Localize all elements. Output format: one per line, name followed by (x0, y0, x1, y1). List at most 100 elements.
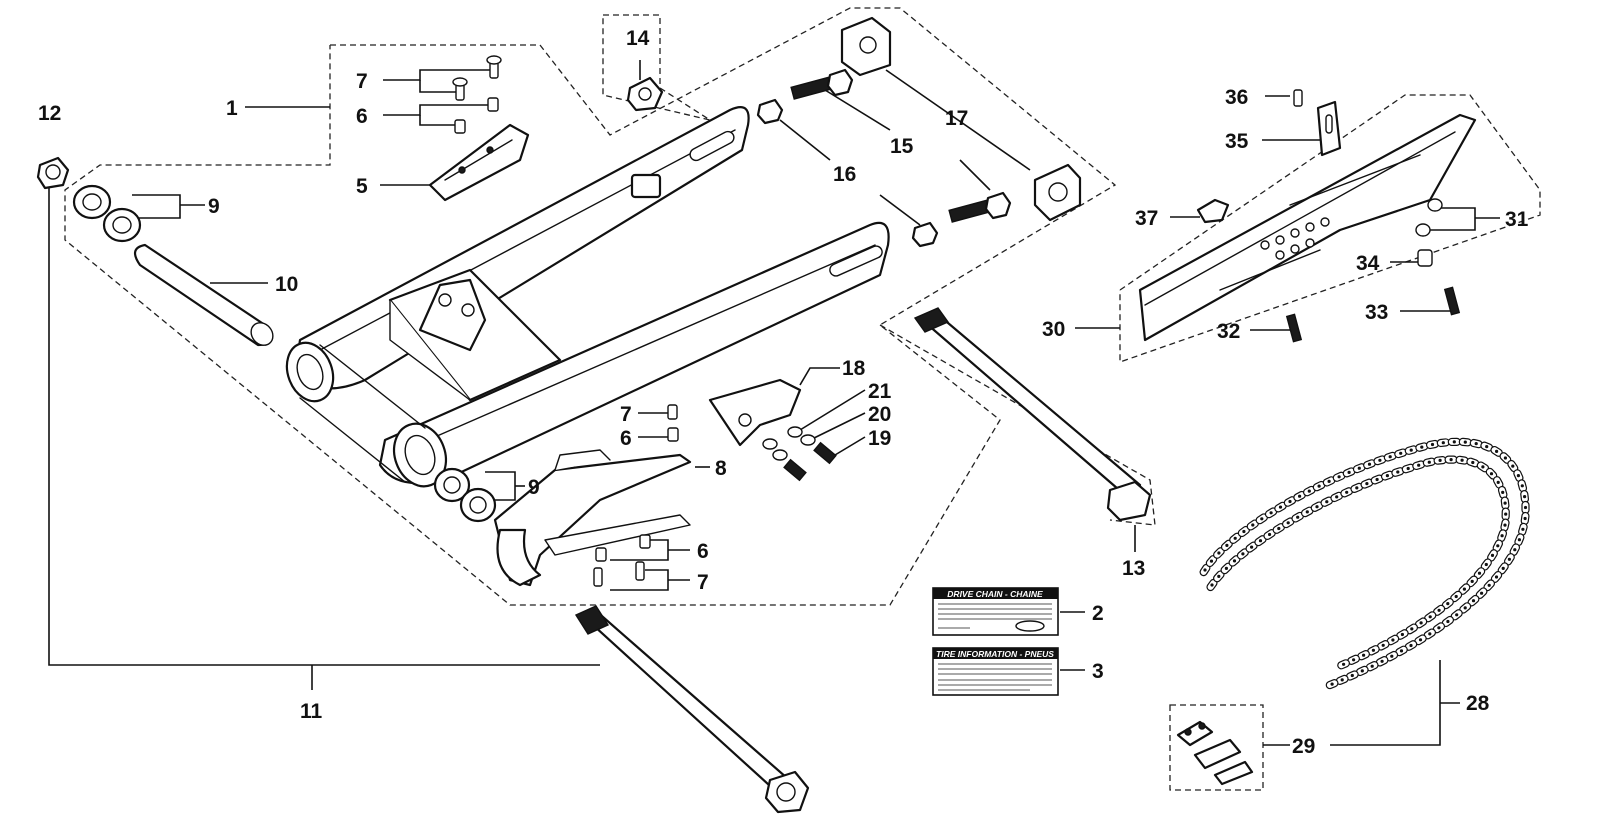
chain-pin (1357, 466, 1361, 470)
pivot-bolt (574, 605, 810, 814)
chain-pin (1460, 458, 1464, 462)
chain-pin (1360, 669, 1364, 673)
chain-pin (1288, 499, 1292, 504)
chain-pin (1496, 544, 1500, 548)
chain-pin (1315, 505, 1319, 509)
chain-pin (1500, 534, 1504, 538)
chain-pin (1409, 448, 1413, 452)
chain-pin (1417, 463, 1421, 467)
tire-info-label: TIRE INFORMATION - PNEUS (932, 647, 1059, 696)
chain-pin (1380, 659, 1384, 663)
chain-pin (1449, 458, 1453, 462)
chain-pin (1330, 682, 1334, 686)
callout-7b: 7 (620, 403, 632, 426)
chain-pin (1454, 594, 1458, 599)
chain-pin (1390, 654, 1394, 658)
chain-pin (1503, 456, 1507, 460)
callout-18: 18 (842, 357, 866, 380)
chain-pin (1375, 477, 1379, 482)
chain-pin (1516, 474, 1520, 478)
chain-pin (1406, 466, 1410, 471)
rear-axle (913, 307, 1152, 522)
chain-pin (1501, 566, 1505, 571)
chain-pin (1378, 458, 1382, 462)
chain-pin (1365, 482, 1369, 486)
chain-pin (1370, 664, 1374, 668)
dashed-group-outlines (64, 7, 1541, 791)
callout-6: 6 (356, 105, 368, 128)
callout-16: 16 (833, 163, 856, 186)
chain-pin (1463, 440, 1467, 444)
chain-pin (1396, 470, 1400, 474)
chain-pin (1399, 451, 1403, 455)
callout-34: 34 (1356, 252, 1380, 275)
callout-1: 1 (226, 97, 238, 120)
callout-9: 9 (208, 195, 220, 218)
callout-6b: 6 (620, 427, 632, 450)
swing-arm (285, 106, 890, 488)
chain-pin (1250, 545, 1254, 549)
chain-pin (1260, 517, 1264, 521)
chain-pin (1481, 465, 1485, 469)
callout-32: 32 (1217, 320, 1240, 343)
chain-pin (1335, 495, 1339, 499)
chain-pin (1342, 662, 1346, 666)
chain-pin (1503, 501, 1507, 505)
chain-pin (1381, 643, 1385, 647)
chain-pin (1511, 464, 1515, 468)
upper-chain-slider (428, 55, 530, 202)
chain-pin (1496, 480, 1500, 484)
tire-info-label-title: TIRE INFORMATION - PNEUS (936, 649, 1054, 659)
chain-pin (1224, 566, 1228, 571)
chain-pin (1489, 472, 1494, 476)
chain-pin (1410, 627, 1414, 631)
chain-pin (1203, 568, 1207, 572)
callout-7: 7 (356, 70, 368, 93)
chain-pin (1362, 653, 1366, 657)
chain-pin (1352, 658, 1356, 662)
callout-15: 15 (890, 135, 914, 158)
callout-33: 33 (1365, 301, 1388, 324)
chain-pin (1327, 479, 1331, 483)
chain-pin (1298, 494, 1302, 498)
chain-pin (1523, 495, 1527, 499)
chain-pin (1217, 551, 1221, 555)
chain-pin (1278, 505, 1283, 509)
chain-pin (1501, 490, 1505, 494)
chain-pin (1268, 532, 1272, 537)
callout-13: 13 (1122, 557, 1145, 580)
chain-pin (1521, 527, 1525, 531)
callout-9b: 9 (528, 476, 540, 499)
chain-pin (1487, 583, 1491, 587)
callout-37: 37 (1135, 207, 1158, 230)
chain-pin (1517, 538, 1521, 542)
chain-pin (1446, 619, 1450, 624)
callout-7c: 7 (697, 571, 709, 594)
chain-pin (1232, 559, 1237, 563)
chain-pin (1441, 441, 1445, 445)
chain-pin (1277, 526, 1281, 531)
chain-pin (1345, 490, 1349, 494)
chain-pin (1391, 638, 1395, 642)
chain-pin (1495, 449, 1499, 453)
callout-36: 36 (1225, 86, 1248, 109)
chain-pin (1470, 579, 1474, 584)
chain-pin (1388, 455, 1392, 459)
left-pivot-parts (36, 156, 274, 347)
chain-pin (1217, 574, 1221, 579)
chain-pin (1428, 615, 1432, 619)
chain-pin (1399, 649, 1404, 653)
chain-pin (1446, 602, 1450, 606)
chain-pin (1317, 484, 1321, 488)
chain-pin (1209, 559, 1214, 563)
chain-pin (1507, 557, 1511, 561)
callout-20: 20 (868, 403, 891, 426)
lower-chain-guide (433, 404, 692, 587)
drive-chain-label: DRIVE CHAIN - CHAINE (932, 587, 1059, 636)
chain-pin (1347, 470, 1351, 474)
chain-pin (1513, 548, 1517, 552)
callout-17: 17 (945, 107, 968, 130)
callout-30: 30 (1042, 318, 1065, 341)
chain-pin (1325, 500, 1329, 504)
